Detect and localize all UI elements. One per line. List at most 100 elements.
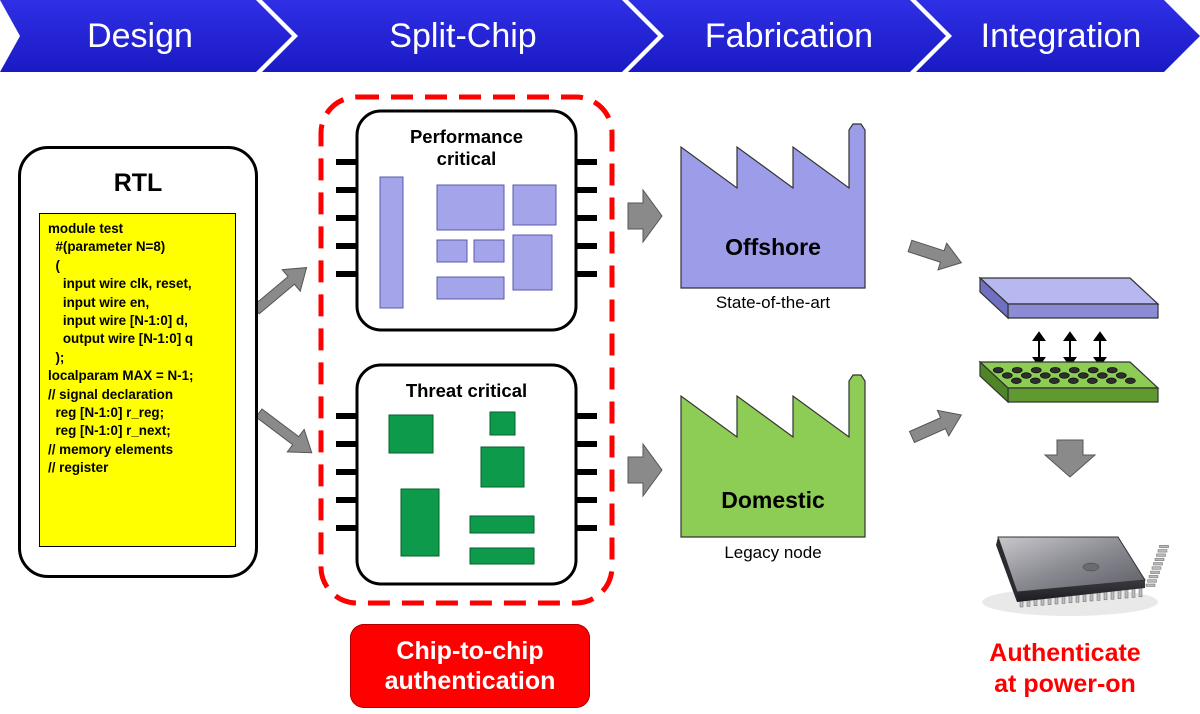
threat-chip-pins-left bbox=[336, 413, 358, 531]
performance-chip-pins-left bbox=[336, 159, 358, 277]
code-line: output wire [N-1:0] q bbox=[48, 331, 194, 347]
arrow-right-icon bbox=[627, 442, 663, 498]
chip-stack-icon bbox=[978, 276, 1160, 404]
threat-block bbox=[400, 488, 440, 557]
chip-to-chip-auth-box: Chip-to-chip authentication bbox=[350, 624, 590, 708]
performance-chip-pins-right bbox=[575, 159, 597, 277]
performance-block bbox=[436, 276, 505, 300]
solder-bump bbox=[1011, 377, 1022, 384]
threat-block bbox=[388, 414, 434, 454]
banner-chevron-integration bbox=[916, 0, 1200, 72]
domestic-sublabel: Legacy node bbox=[724, 543, 822, 562]
solder-bump bbox=[1030, 377, 1041, 384]
threat-block bbox=[469, 515, 535, 534]
code-line: input wire en, bbox=[48, 294, 150, 310]
stage-label-split-chip: Split-Chip bbox=[389, 17, 537, 55]
code-line: // memory elements bbox=[48, 441, 174, 457]
threat-chip-pins-right bbox=[575, 413, 597, 531]
code-line: reg [N-1:0] r_reg; bbox=[48, 405, 165, 421]
chip-pin bbox=[1159, 545, 1169, 549]
power-line2: at power-on bbox=[994, 670, 1136, 698]
processor-chip-icon bbox=[982, 536, 1169, 616]
arrow-right-icon bbox=[252, 267, 308, 315]
solder-bump bbox=[1077, 372, 1089, 379]
solder-bump bbox=[1068, 377, 1079, 384]
offshore-sublabel: State-of-the-art bbox=[715, 293, 831, 312]
code-line: ( bbox=[48, 257, 60, 273]
auth-line1: Chip-to-chip bbox=[396, 637, 544, 665]
solder-bump bbox=[1011, 367, 1023, 374]
chip-pin bbox=[1145, 583, 1156, 587]
chip-pin bbox=[1157, 549, 1168, 553]
performance-chip-title-line1: Performance bbox=[409, 126, 524, 147]
code-line: // signal declaration bbox=[48, 386, 174, 402]
solder-bump bbox=[1106, 377, 1117, 384]
code-line: localparam MAX = N-1; bbox=[48, 368, 194, 384]
solder-bump bbox=[1096, 372, 1108, 379]
power-line1: Authenticate bbox=[989, 639, 1141, 667]
performance-chip-title: Performance critical bbox=[357, 126, 576, 170]
banner-chevron-split-chip bbox=[262, 0, 658, 72]
banner-chevron-fabrication bbox=[628, 0, 946, 72]
solder-bump bbox=[1039, 372, 1051, 379]
solder-bump bbox=[1049, 377, 1060, 384]
arrow-right-icon bbox=[627, 188, 663, 244]
performance-chip bbox=[336, 109, 597, 332]
code-line: ); bbox=[48, 349, 65, 365]
stage-label-integration: Integration bbox=[980, 17, 1142, 55]
auth-line2: authentication bbox=[384, 667, 556, 695]
chip-pin bbox=[1147, 579, 1157, 583]
performance-chip-title-line2: critical bbox=[436, 148, 497, 169]
solder-bump bbox=[1115, 372, 1127, 379]
chip-pin bbox=[1153, 562, 1163, 566]
factory-icon bbox=[680, 123, 866, 289]
solder-bump bbox=[1068, 367, 1080, 374]
code-line: input wire clk, reset, bbox=[48, 276, 192, 292]
performance-block bbox=[379, 176, 404, 309]
threat-chip-title: Threat critical bbox=[405, 380, 528, 401]
code-line: // register bbox=[48, 460, 109, 476]
solder-bump bbox=[992, 367, 1004, 374]
code-line: module test bbox=[48, 221, 124, 236]
performance-block bbox=[436, 239, 468, 263]
code-line: #(parameter N=8) bbox=[48, 239, 166, 255]
solder-bump bbox=[1125, 377, 1136, 384]
threat-chip bbox=[336, 363, 597, 586]
banner-chevron-design bbox=[0, 0, 292, 72]
arrow-right-icon bbox=[255, 408, 313, 454]
chip-pin bbox=[1151, 566, 1162, 570]
performance-block bbox=[512, 234, 553, 291]
arrow-right-icon bbox=[908, 409, 963, 444]
performance-block bbox=[436, 184, 505, 231]
threat-block bbox=[480, 446, 525, 488]
chip-pin bbox=[1150, 570, 1160, 574]
factory-icon bbox=[680, 374, 866, 538]
split-chip-boundary bbox=[318, 94, 615, 606]
stage-label-design: Design bbox=[87, 17, 193, 55]
rtl-code-block: module test #(parameter N=8) ( input wir… bbox=[39, 213, 236, 547]
threat-block bbox=[469, 547, 535, 565]
chip-pin bbox=[1154, 557, 1165, 561]
arrow-right-icon bbox=[907, 239, 963, 271]
solder-bump bbox=[1049, 367, 1061, 374]
power-on-auth-label: Authenticate at power-on bbox=[965, 638, 1165, 700]
rtl-card: RTL module test #(parameter N=8) ( input… bbox=[18, 146, 258, 578]
solder-bump bbox=[1020, 372, 1032, 379]
performance-block bbox=[512, 184, 557, 226]
code-line: input wire [N-1:0] d, bbox=[48, 313, 188, 329]
chip-pin bbox=[1148, 575, 1159, 579]
solder-bump bbox=[1058, 372, 1070, 379]
code-line: reg [N-1:0] r_next; bbox=[48, 423, 171, 439]
solder-bump bbox=[1001, 372, 1013, 379]
domestic-label: Domestic bbox=[721, 487, 825, 513]
threat-block bbox=[489, 411, 516, 436]
rtl-title: RTL bbox=[113, 169, 163, 197]
solder-bump bbox=[1030, 367, 1042, 374]
arrow-down-icon bbox=[1043, 439, 1097, 478]
solder-bump bbox=[1106, 367, 1118, 374]
chip-pin bbox=[1156, 553, 1166, 557]
solder-bump bbox=[1087, 377, 1098, 384]
solder-bump bbox=[1087, 367, 1099, 374]
double-arrow-icon bbox=[1032, 331, 1107, 367]
